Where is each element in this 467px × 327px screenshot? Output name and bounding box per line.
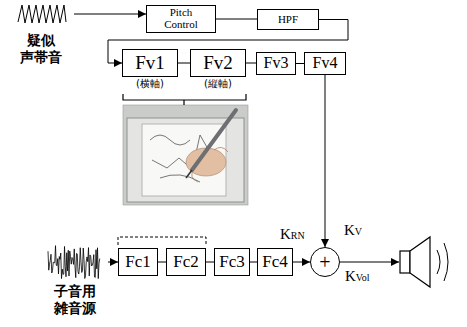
node-text: Fc2 — [173, 253, 199, 271]
axis-label: (横軸) — [136, 77, 164, 91]
connector — [250, 262, 257, 263]
filter-box: Fc1 — [118, 248, 158, 276]
node-text: Fc3 — [219, 253, 245, 271]
node-text: Fv1 — [135, 53, 165, 73]
connector — [178, 63, 190, 64]
filter-box: Fv3 — [256, 52, 296, 75]
process-box: Pitch Control — [146, 5, 216, 33]
sum-junction: + — [310, 247, 340, 277]
node-text: Fc4 — [262, 253, 288, 271]
waveform-icon — [18, 5, 66, 23]
output-line — [340, 262, 399, 263]
axis-label: (縦軸) — [204, 77, 232, 91]
connector — [108, 262, 118, 263]
connector — [246, 63, 256, 64]
dashed-bracket — [118, 237, 206, 245]
filter-box: Fv2(縦軸) — [190, 49, 246, 77]
node-text: Pitch Control — [159, 7, 203, 30]
source-label: 疑似 声帯音 — [8, 2, 74, 66]
node-text: Fc1 — [125, 253, 151, 271]
node-text: HPF — [278, 14, 298, 26]
connector — [325, 75, 326, 247]
node-text: Fv2 — [203, 53, 233, 73]
connector — [206, 262, 214, 263]
tablet-photo — [123, 105, 248, 205]
filter-box: Fc2 — [166, 248, 206, 276]
noise-trace — [48, 246, 100, 279]
speaker-symbol — [400, 237, 448, 287]
connector — [216, 19, 257, 20]
gain-label: KV — [343, 222, 363, 239]
gain-label: KRN — [279, 226, 306, 243]
filter-box: Fv1(横軸) — [122, 49, 178, 77]
node-text: + — [319, 252, 330, 273]
node-text: Fv3 — [264, 55, 289, 72]
connector — [293, 262, 310, 263]
bracket — [123, 94, 246, 105]
filter-box: Fv4 — [304, 52, 346, 75]
filter-box: Fc3 — [214, 248, 250, 276]
source-label: 子音用 雑音源 — [42, 243, 108, 317]
filter-box: Fc4 — [257, 248, 293, 276]
gain-label: KVol — [344, 268, 371, 285]
node-text: Fv4 — [313, 55, 338, 72]
connector — [158, 262, 166, 263]
node-text: 疑似 声帯音 — [8, 32, 74, 66]
node-text: 子音用 雑音源 — [42, 283, 108, 317]
noise-icon — [48, 246, 100, 279]
connector — [74, 14, 146, 15]
connector — [296, 63, 304, 64]
filter-box: HPF — [257, 9, 319, 30]
